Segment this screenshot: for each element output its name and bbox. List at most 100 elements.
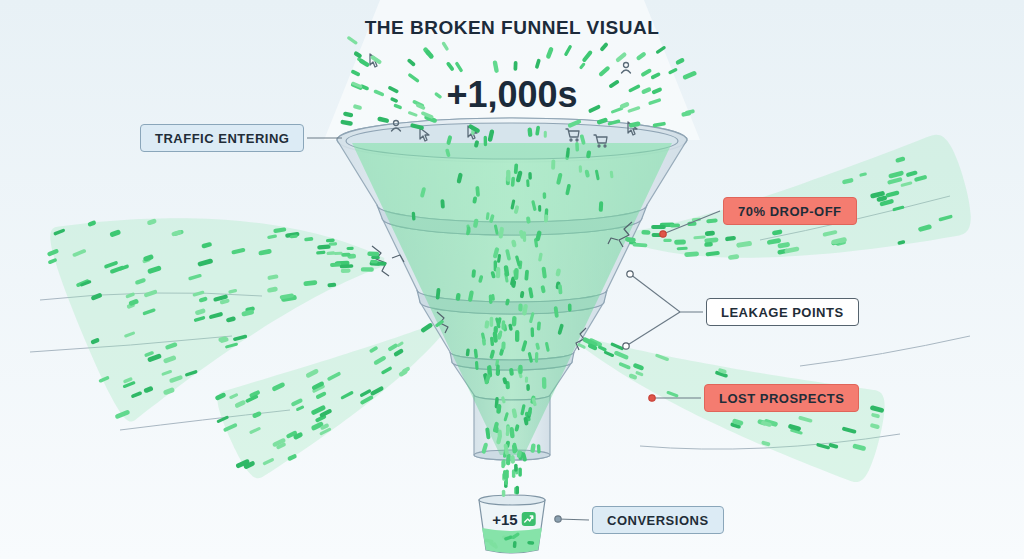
traffic-particle (538, 255, 542, 260)
traffic-particle (50, 251, 57, 254)
traffic-particle (514, 489, 518, 493)
traffic-particle (218, 395, 224, 398)
traffic-particle (513, 63, 517, 69)
traffic-particle (341, 264, 351, 268)
traffic-particle (665, 239, 670, 242)
traffic-particle (678, 60, 682, 62)
traffic-particle (708, 253, 718, 254)
traffic-particle (518, 469, 522, 475)
traffic-particle (150, 221, 155, 222)
callout-box: TRAFFIC ENTERING (140, 124, 304, 152)
traffic-particle (599, 120, 605, 122)
leader-dot (555, 516, 561, 522)
traffic-particle (227, 344, 237, 347)
traffic-particle (635, 366, 641, 368)
traffic-particle (618, 55, 624, 60)
traffic-particle (730, 254, 736, 260)
traffic-particle (677, 239, 684, 244)
traffic-particle (436, 290, 441, 298)
traffic-particle (616, 353, 626, 357)
traffic-particle (511, 242, 516, 245)
traffic-particle (456, 295, 461, 298)
leader-dot (649, 395, 655, 401)
traffic-particle (491, 216, 492, 221)
traffic-particle (514, 270, 519, 278)
traffic-particle (502, 379, 507, 382)
traffic-particle (348, 247, 352, 250)
traffic-particle (575, 144, 579, 150)
traffic-particle (547, 344, 548, 351)
traffic-particle (511, 282, 516, 286)
traffic-particle (190, 276, 200, 279)
traffic-particle (349, 38, 356, 43)
traffic-particle (376, 358, 384, 362)
traffic-particle (525, 378, 528, 381)
traffic-particle (523, 233, 527, 240)
traffic-particle (602, 45, 606, 49)
traffic-particle (763, 423, 769, 425)
traffic-particle (514, 466, 518, 471)
traffic-particle (133, 393, 140, 396)
traffic-particle (537, 323, 541, 329)
traffic-particle (582, 136, 584, 143)
traffic-particle (524, 272, 528, 279)
traffic-particle (554, 308, 559, 316)
traffic-particle (526, 181, 529, 186)
traffic-particle (517, 453, 522, 456)
traffic-particle (487, 367, 492, 375)
traffic-particles (50, 38, 951, 547)
traffic-particle (584, 53, 590, 60)
traffic-particle (362, 398, 371, 403)
traffic-particle (317, 417, 324, 420)
traffic-particle (503, 472, 507, 478)
traffic-particle (873, 415, 878, 416)
traffic-particle (127, 294, 132, 296)
traffic-particle (501, 229, 502, 236)
traffic-particle (498, 436, 499, 442)
leader-line (663, 211, 720, 234)
traffic-particle (687, 111, 693, 112)
traffic-particle (921, 227, 930, 229)
traffic-particle (398, 343, 402, 345)
traffic-particle (238, 462, 247, 466)
traffic-particle (306, 283, 315, 284)
leader-dot (660, 231, 666, 237)
traffic-particle (353, 83, 361, 86)
traffic-particle (774, 232, 780, 233)
traffic-particle (234, 250, 244, 252)
traffic-particle (293, 401, 300, 405)
traffic-particle (319, 244, 328, 249)
traffic-particle (93, 340, 97, 342)
traffic-particle (533, 202, 535, 209)
traffic-particle (891, 173, 902, 176)
traffic-particle (581, 64, 584, 67)
traffic-particle (556, 271, 561, 274)
traffic-particle (146, 389, 150, 391)
traffic-particle (522, 406, 524, 414)
traffic-particle (174, 232, 180, 234)
traffic-particle (383, 368, 390, 372)
traffic-particle (466, 350, 470, 354)
traffic-particle (475, 188, 479, 195)
traffic-particle (449, 137, 450, 142)
traffic-particle (370, 252, 377, 257)
traffic-particle (844, 429, 854, 432)
traffic-particle (506, 446, 507, 453)
callout-text: LEAKAGE POINTS (721, 305, 844, 320)
traffic-particle (362, 86, 367, 88)
traffic-particle (610, 172, 614, 176)
traffic-particle (509, 429, 514, 436)
traffic-particle (484, 322, 489, 326)
traffic-particle (74, 251, 84, 255)
traffic-particle (493, 273, 494, 276)
leader-dot (627, 271, 633, 277)
traffic-particle (314, 408, 323, 413)
traffic-particle (898, 159, 903, 160)
traffic-particle (501, 322, 505, 328)
traffic-particle (490, 319, 494, 326)
traffic-particle (314, 424, 321, 427)
traffic-particle (490, 338, 494, 344)
traffic-particle (497, 319, 499, 327)
traffic-particle (653, 74, 659, 77)
traffic-particle (342, 393, 351, 398)
